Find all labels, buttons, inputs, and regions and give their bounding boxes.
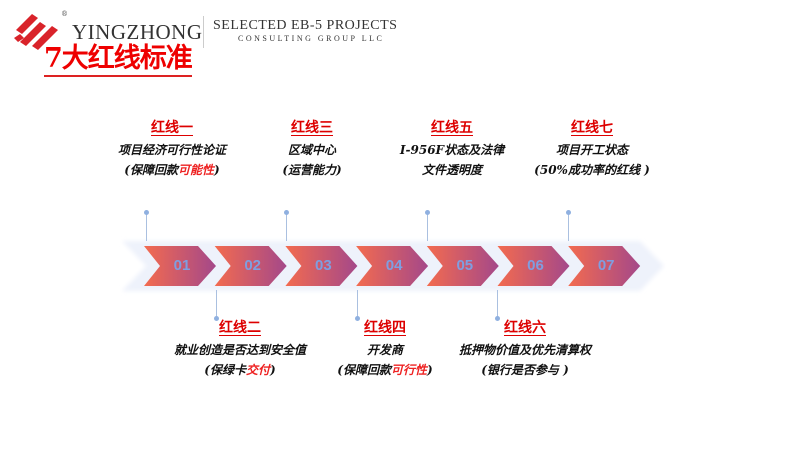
step-number: 05 [456,257,474,274]
red-line-heading: 红线四 [364,320,406,336]
red-line-heading: 红线七 [571,120,613,136]
registered-mark: ® [61,10,68,18]
red-line-heading: 红线二 [219,320,261,336]
connector-dot [355,316,360,321]
step-chevron [214,246,287,286]
connector-line [216,290,217,318]
red-line-desc: 区域中心 [287,143,336,157]
brand-name: YINGZHONG [72,20,203,44]
step-number: 07 [597,257,615,274]
red-line-1: 红线一 项目经济可行性论证 (保障回款可能性) [87,118,257,180]
step-chevron [144,246,216,286]
step-chevron [356,246,429,286]
connector-line [357,290,358,318]
tagline-secondary: CONSULTING GROUP LLC [238,34,385,43]
connector-dot [425,210,430,215]
connector-line [568,213,569,241]
connector-dot [566,210,571,215]
step-chevron [426,246,499,286]
red-line-desc: 就业创造是否达到安全值 [173,343,306,357]
red-line-heading: 红线五 [431,120,473,136]
step-chevron [285,246,358,286]
connector-line [286,213,287,241]
step-chevron [497,246,570,286]
red-line-heading: 红线三 [291,120,333,136]
red-line-heading: 红线六 [504,320,546,336]
step-number: 04 [385,257,403,274]
step-number: 02 [244,257,262,274]
connector-line [497,290,498,318]
header-divider [203,16,204,48]
red-line-desc: 抵押物价值及优先清算权 [458,343,591,357]
red-line-4: 红线四 开发商 (保障回款可行性) [300,318,470,380]
red-line-2: 红线二 就业创造是否达到安全值 (保绿卡交付) [155,318,325,380]
red-line-heading: 红线一 [151,120,193,136]
step-number: 06 [527,257,544,274]
connector-dot [144,210,149,215]
connector-dot [284,210,289,215]
red-line-6: 红线六 抵押物价值及优先清算权 (银行是否参与 ) [440,318,610,380]
connector-line [427,213,428,241]
red-line-desc: 项目经济可行性论证 [117,143,226,157]
step-number: 03 [315,257,332,274]
step-number: 01 [173,257,191,274]
red-line-desc: 项目开工状态 [555,143,628,157]
connector-line [146,213,147,241]
connector-dot [214,316,219,321]
page-title: 7大红线标准 [44,43,193,77]
red-line-5: 红线五 I-956F状态及法律 文件透明度 [367,118,537,180]
connector-dot [495,316,500,321]
red-line-desc: 开发商 [366,343,403,357]
tagline-primary: SELECTED EB-5 PROJECTS [213,18,398,33]
red-line-7: 红线七 项目开工状态 (50%成功率的红线 ) [507,118,677,180]
step-chevron [568,246,641,286]
red-line-3: 红线三 区域中心 (运营能力) [227,118,397,180]
yingzhong-logo-icon [14,14,58,50]
red-line-desc: I-956F状态及法律 [399,143,505,157]
